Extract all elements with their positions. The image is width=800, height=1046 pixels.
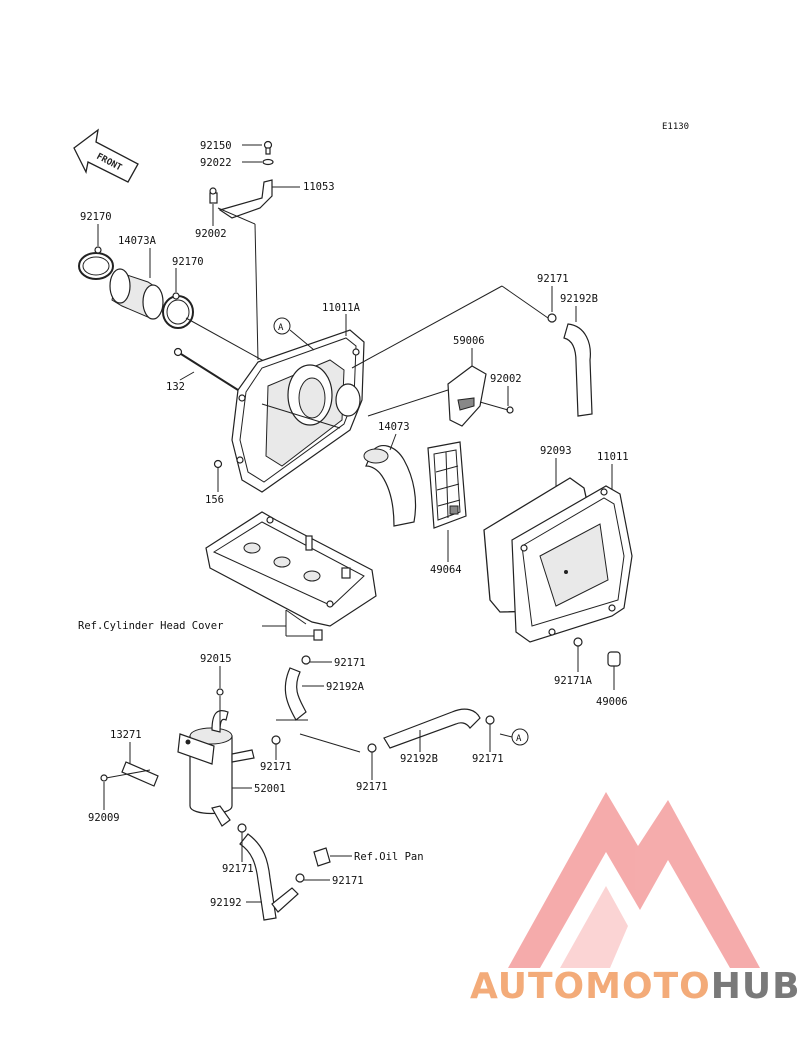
- label-59006: 59006: [453, 335, 485, 347]
- svg-text:A: A: [516, 734, 522, 744]
- label-92015: 92015: [200, 653, 232, 665]
- label-92170-left: 92170: [80, 211, 112, 223]
- label-92002-mid: 92002: [490, 373, 522, 385]
- hose-92192B-lower: [367, 708, 495, 753]
- label-92170-right: 92170: [172, 256, 204, 268]
- label-92171-f: 92171: [332, 875, 364, 887]
- part-labels: 92150 92022 11053 92002 92170 14073A 921…: [78, 140, 629, 909]
- label-11053: 11053: [303, 181, 335, 193]
- hose-92192A: [284, 655, 311, 721]
- intake-tube-group: [78, 246, 281, 371]
- label-92171-e: 92171: [222, 863, 254, 875]
- separator-tank-52001: [177, 688, 255, 827]
- ref-a-marker-bottom: A: [499, 728, 529, 746]
- label-92192B-low: 92192B: [400, 753, 438, 765]
- label-92192B-top: 92192B: [560, 293, 598, 305]
- cover-11011: [511, 485, 633, 643]
- hose-92192B-upper: [547, 313, 593, 417]
- label-49064: 49064: [430, 564, 462, 576]
- cap-49006: [607, 651, 621, 690]
- cylinder-head-cover-ref: [205, 511, 377, 641]
- ref-a-marker-top: A: [273, 317, 315, 351]
- label-ref-oil-pan: Ref.Oil Pan: [354, 851, 424, 863]
- label-11011: 11011: [597, 451, 629, 463]
- label-49006: 49006: [596, 696, 628, 708]
- bolt-132: [173, 347, 239, 391]
- label-14073: 14073: [378, 421, 410, 433]
- front-arrow-icon: FRONT: [73, 128, 139, 183]
- label-52001: 52001: [254, 783, 286, 795]
- label-156: 156: [205, 494, 224, 506]
- label-92093: 92093: [540, 445, 572, 457]
- bracket-group: [209, 140, 274, 361]
- label-92009: 92009: [88, 812, 120, 824]
- label-ref-cylinder-head-cover: Ref.Cylinder Head Cover: [78, 620, 223, 632]
- logo-text-automoto: AUTOMOTOHUB: [470, 966, 800, 1007]
- label-11011A: 11011A: [322, 302, 361, 314]
- air-cleaner-housing: [231, 329, 365, 493]
- label-14073A: 14073A: [118, 235, 157, 247]
- label-92171-d: 92171: [472, 753, 504, 765]
- svg-text:A: A: [278, 323, 284, 333]
- bolt-13271: [100, 761, 159, 787]
- label-92022: 92022: [200, 157, 232, 169]
- label-92192A: 92192A: [326, 681, 365, 693]
- diagram-code: E1130: [662, 122, 689, 132]
- clip-92171A: [573, 637, 583, 672]
- filter-49064: [427, 441, 467, 529]
- label-132: 132: [166, 381, 185, 393]
- label-92002-top: 92002: [195, 228, 227, 240]
- label-92171A: 92171A: [554, 675, 593, 687]
- label-92192: 92192: [210, 897, 242, 909]
- automotohub-logo: AUTOMOTOHUB: [470, 792, 800, 1007]
- label-92150: 92150: [200, 140, 232, 152]
- label-92171-a: 92171: [334, 657, 366, 669]
- label-92171-b: 92171: [260, 761, 292, 773]
- label-92171-top: 92171: [537, 273, 569, 285]
- plate-59006: [447, 365, 514, 427]
- label-13271: 13271: [110, 729, 142, 741]
- label-92171-c: 92171: [356, 781, 388, 793]
- hose-92192: [239, 833, 305, 921]
- duct-14073: [363, 444, 417, 527]
- bolt-156: [213, 459, 223, 486]
- oil-pan-fitting: [313, 847, 352, 867]
